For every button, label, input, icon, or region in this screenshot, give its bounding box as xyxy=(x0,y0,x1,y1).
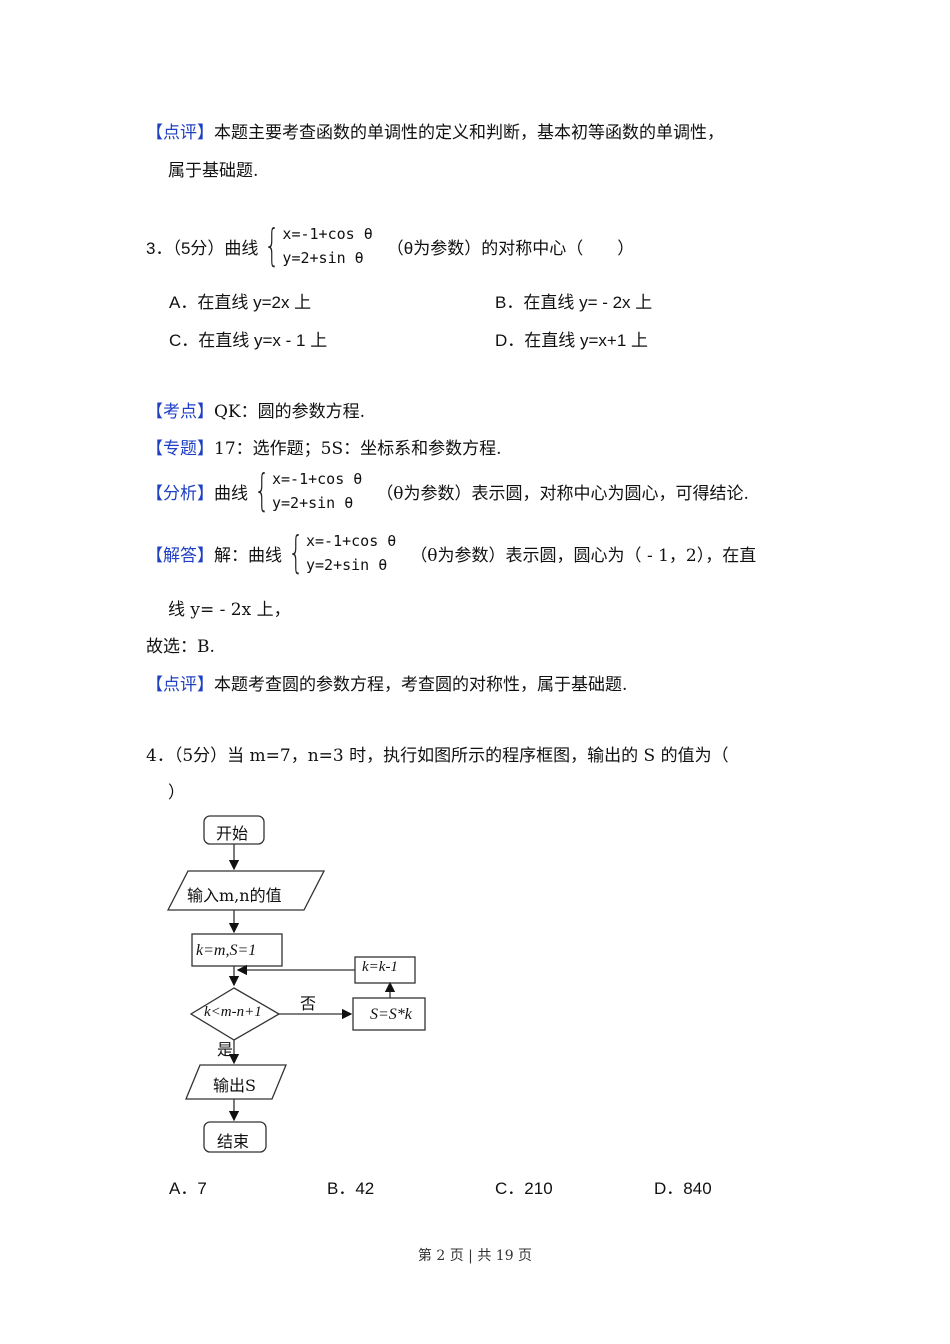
brace-icon: { xyxy=(254,465,270,516)
kaodian: 【考点】QK：圆的参数方程. xyxy=(146,402,366,422)
prev-comment: 【点评】本题主要考查函数的单调性的定义和判断，基本初等函数的单调性， xyxy=(146,118,724,143)
dianping: 【点评】本题考查圆的参数方程，考查圆的对称性，属于基础题. xyxy=(146,675,628,695)
jieda-line2: 线 y= ‐ 2x 上， xyxy=(168,600,291,620)
flow-condition-label: k<m-n+1 xyxy=(204,1004,262,1020)
page-footer: 第 2 页 | 共 19 页 xyxy=(417,1248,533,1264)
flow-init-label: k=m,S=1 xyxy=(196,942,257,959)
prev-comment-line2: 属于基础题. xyxy=(168,161,259,181)
answer: 故选：B. xyxy=(146,637,215,657)
flow-multiply-label: S=S*k xyxy=(370,1006,412,1023)
flow-end-label: 结束 xyxy=(217,1132,250,1151)
multiply-node xyxy=(352,997,426,1031)
equation-x: x=-1+cos θ xyxy=(282,225,373,243)
flowchart xyxy=(166,815,426,1153)
end-node xyxy=(203,1121,267,1153)
brace-icon: { xyxy=(264,220,281,271)
output-node xyxy=(185,1064,287,1100)
comment-text: 本题主要考查函数的单调性的定义和判断，基本初等函数的单调性， xyxy=(214,123,724,143)
q4-option-b: B．42 xyxy=(327,1179,375,1198)
flow-input-label: 输入m,n的值 xyxy=(187,886,282,905)
flow-output-label: 输出S xyxy=(213,1076,256,1095)
question-4: 4．（5分）当 m=7，n=3 时，执行如图所示的程序框图，输出的 S 的值为（ xyxy=(146,746,729,766)
question-3-suffix: （θ为参数）的对称中心（ ） xyxy=(386,238,635,258)
option-a: A．在直线 y=2x 上 xyxy=(169,293,312,312)
flow-decrement-label: k=k-1 xyxy=(362,959,398,975)
brace-icon: { xyxy=(288,527,304,578)
q4-option-c: C．210 xyxy=(495,1179,553,1198)
zhuanti: 【专题】17：选作题；5S：坐标系和参数方程. xyxy=(146,439,502,459)
comment-tag: 【点评】 xyxy=(146,123,214,143)
q4-option-d: D．840 xyxy=(654,1179,712,1198)
input-node xyxy=(166,870,326,911)
flow-start-label: 开始 xyxy=(216,824,249,843)
equation-y: y=2+sin θ xyxy=(282,249,364,267)
option-b: B．在直线 y= ‐ 2x 上 xyxy=(495,293,653,312)
flow-no-label: 否 xyxy=(300,994,317,1013)
parametric-equation: { x=-1+cos θ y=2+sin θ xyxy=(258,220,373,271)
option-c: C．在直线 y=x ‐ 1 上 xyxy=(169,331,328,350)
option-d: D．在直线 y=x+1 上 xyxy=(495,331,649,350)
question-4-line2: ） xyxy=(168,783,185,803)
q4-option-a: A．7 xyxy=(169,1179,207,1198)
decrement-node xyxy=(354,956,416,984)
flow-yes-label: 是 xyxy=(217,1040,234,1059)
question-3: 3．（5分）曲线 { x=-1+cos θ y=2+sin θ （θ为参数）的对称… xyxy=(146,222,634,270)
question-3-prefix: 3．（5分）曲线 xyxy=(146,238,259,258)
